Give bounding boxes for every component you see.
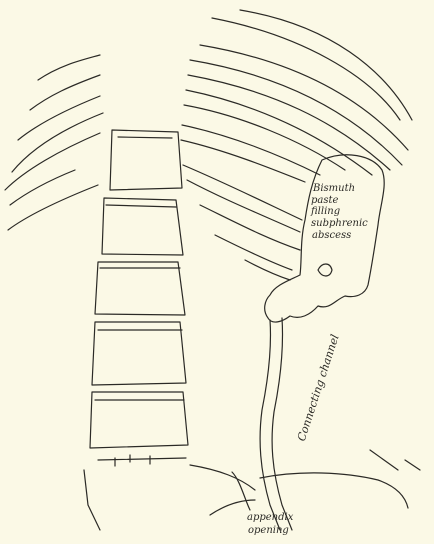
label-subphrenic: subphrenic [311, 219, 368, 229]
right-ribs [181, 10, 412, 280]
label-abscess: abscess [312, 231, 351, 241]
label-appendix: appendix [247, 513, 293, 523]
label-paste: paste [311, 196, 338, 206]
pelvic-outline [190, 450, 420, 515]
label-filling: filling [311, 207, 340, 217]
left-ribs [5, 55, 103, 230]
spine [84, 130, 188, 530]
label-opening: opening [248, 526, 289, 536]
connecting-channel [260, 318, 292, 530]
label-bismuth: Bismuth [313, 184, 355, 194]
